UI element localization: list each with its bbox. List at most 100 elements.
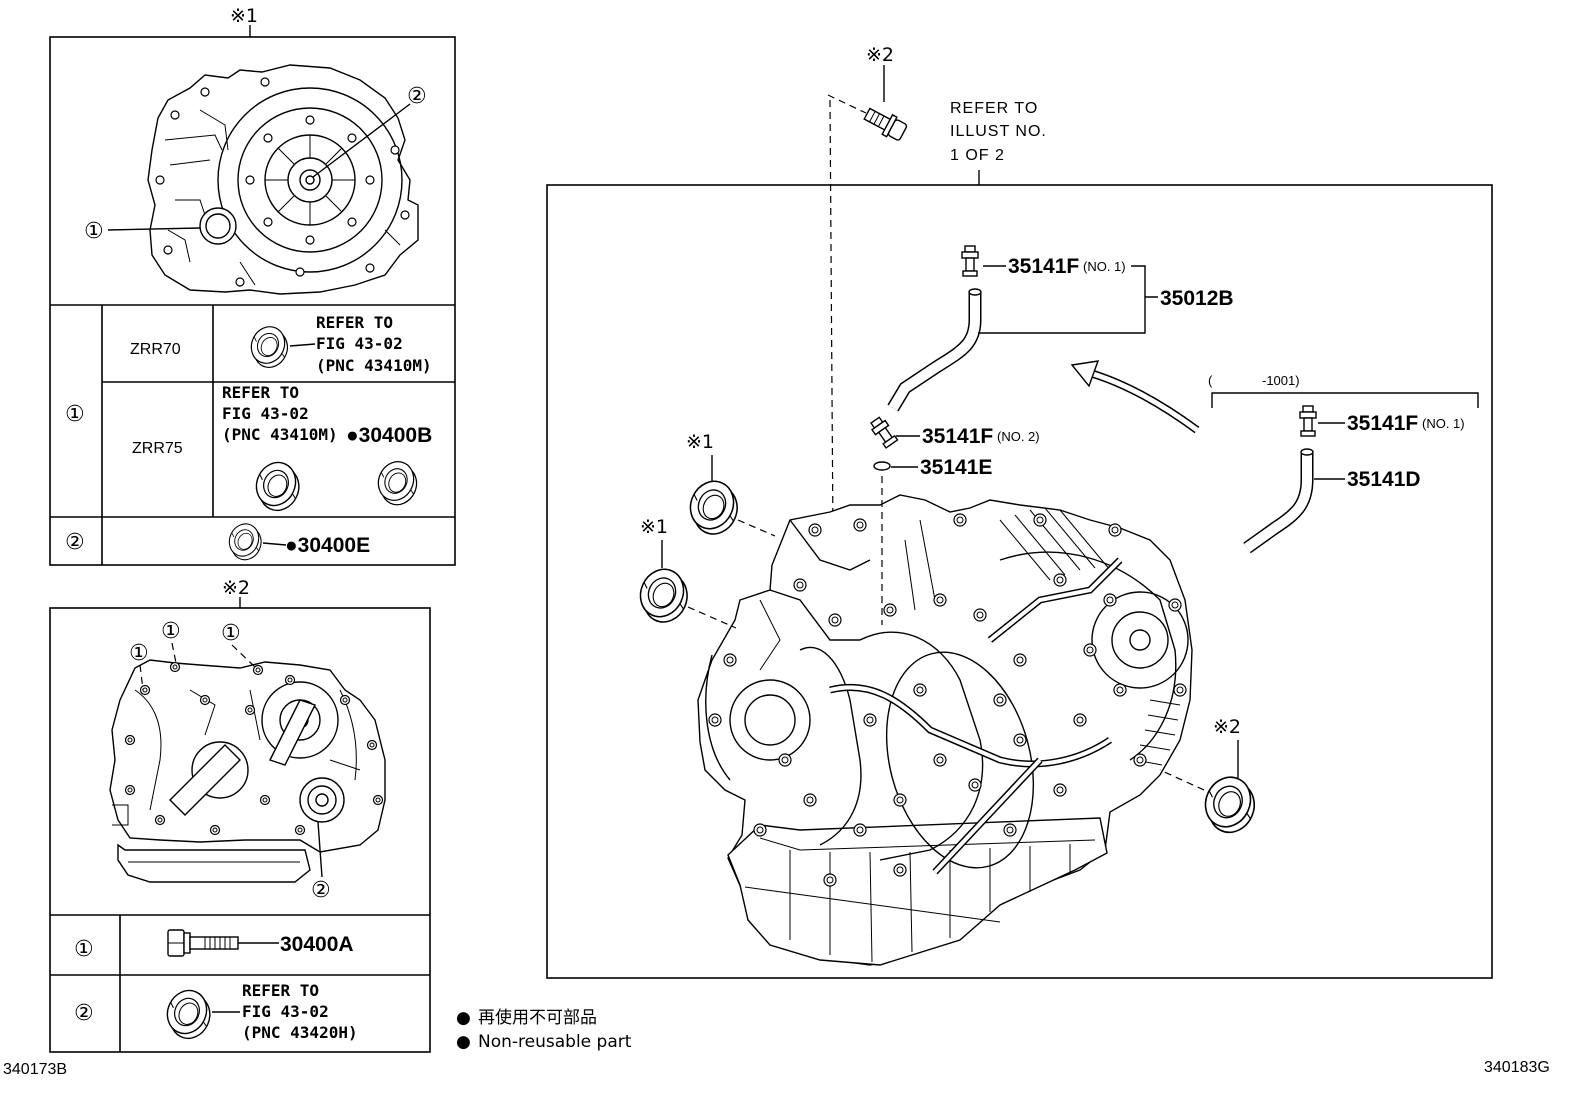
callout-1: ①	[84, 219, 104, 244]
bolt-hole	[365, 263, 375, 273]
bolt-head	[953, 513, 967, 527]
transmission-bolts	[708, 513, 1187, 887]
inset-1-table-grid	[50, 304, 455, 565]
seal-43420h	[158, 983, 219, 1046]
diagonal-pipe-inner	[933, 758, 1042, 874]
differential-housing	[191, 741, 249, 799]
hub-spokes	[265, 135, 355, 225]
bolt-head	[708, 713, 722, 727]
bolt-head	[723, 653, 737, 667]
bolt-head	[1133, 753, 1147, 767]
bolt-head	[968, 778, 982, 792]
plug-bolt-icon	[863, 107, 908, 141]
case-arm	[169, 744, 241, 816]
part-35141f-no2: 35141F	[922, 425, 993, 448]
seal-marker-b: ※1	[640, 516, 668, 538]
oil-pan	[117, 843, 311, 883]
breather-hose-35012b	[887, 288, 982, 412]
inset-1-marker: ※1	[230, 5, 258, 27]
oil-seal-c-install-path	[1159, 769, 1205, 791]
bolt-head	[853, 518, 867, 532]
bolt-head	[124, 734, 136, 746]
breather-hose-35141d	[1243, 448, 1314, 554]
case-ribs	[112, 689, 361, 826]
bolt-hole	[390, 145, 400, 155]
bolt-head	[828, 613, 842, 627]
bolt-head	[259, 794, 271, 806]
bolt-head	[803, 793, 817, 807]
case-ribs	[164, 109, 401, 286]
part-30400a: 30400A	[280, 933, 354, 956]
callout-leader-a	[139, 664, 144, 691]
bolt-head	[753, 823, 767, 837]
callout-2: ②	[407, 84, 427, 109]
seal-30400e	[222, 518, 268, 566]
zrr75-refer-line-1: REFER TO	[222, 383, 299, 402]
bolt-head	[1003, 823, 1017, 837]
bolt-hole	[263, 217, 273, 227]
upper-pipe-inner	[988, 558, 1122, 642]
bolt-head	[339, 694, 351, 706]
bolt-head	[913, 683, 927, 697]
row-2-refer-line-3: (PNC 43420H)	[242, 1023, 358, 1042]
part-35012b: 35012B	[1160, 287, 1234, 310]
row-1-key: ①	[65, 402, 85, 427]
transmission-assembly	[697, 494, 1193, 966]
legend-bullet-2: ●	[456, 1032, 471, 1052]
bolt-head	[933, 753, 947, 767]
row-2-refer-line-2: FIG 43-02	[242, 1002, 329, 1021]
bolt-head	[372, 794, 384, 806]
bolt-head	[1033, 513, 1047, 527]
seal-1-outer	[199, 207, 237, 245]
seal-zrr70	[243, 320, 295, 374]
legend-bullet-1: ●	[456, 1008, 471, 1028]
bolt-head	[973, 608, 987, 622]
legend: ● 再使用不可部品 ● Non-reusable part	[456, 1007, 632, 1052]
part-35141d: 35141D	[1347, 468, 1421, 491]
callout-leader-b	[171, 642, 177, 664]
part-30400e: ●30400E	[285, 534, 370, 557]
zrr70-refer-line-1: REFER TO	[316, 313, 393, 332]
row-2-key: ②	[74, 1001, 94, 1026]
bolt-head	[294, 824, 306, 836]
seal-2-inner	[307, 785, 337, 815]
oil-seal-a-install-path	[737, 519, 776, 537]
part-30400b: ●30400B	[346, 424, 432, 447]
range-bracket	[1211, 392, 1479, 408]
callout-bolt-b: ①	[161, 619, 181, 644]
inset-1-frame	[49, 36, 456, 566]
seal-zrr75-a	[247, 455, 308, 518]
seal-marker-a: ※1	[686, 431, 714, 453]
bolt-hole	[365, 175, 375, 185]
callout-leader-c	[231, 644, 257, 669]
inset-2-transmission-side-view: ① ① ① ②	[109, 619, 386, 903]
refer-line-3: 1 OF 2	[950, 147, 1005, 164]
model-zrr75: ZRR75	[132, 440, 183, 457]
main-frame	[546, 184, 1493, 979]
breather-plug-no2-icon	[870, 416, 899, 449]
inset-2-marker: ※2	[222, 577, 250, 599]
seal-2-bore	[315, 793, 329, 807]
bolt-hole	[170, 110, 180, 120]
seal-zrr70-leader	[289, 343, 316, 347]
callout-bolt-c: ①	[221, 621, 241, 646]
oil-seal-a	[680, 473, 747, 542]
bolt-head	[1173, 683, 1187, 697]
oil-seal-b	[630, 561, 697, 630]
bolt-hole	[295, 267, 305, 277]
bolt-head	[154, 814, 166, 826]
legend-item-jp: 再使用不可部品	[478, 1007, 597, 1028]
bolt-head	[1108, 523, 1122, 537]
bolt-hole	[305, 235, 315, 245]
bolt-hole	[155, 175, 165, 185]
callout-2-leader	[312, 103, 411, 178]
bolt-head	[139, 684, 151, 696]
bolt-hole	[163, 245, 173, 255]
housing-ring	[261, 681, 339, 759]
bolt-hole	[245, 175, 255, 185]
refer-line-1: REFER TO	[950, 100, 1038, 117]
seal-1-inner	[205, 213, 231, 239]
input-shaft	[299, 169, 321, 191]
oil-pan	[727, 817, 1108, 966]
bolt-head	[808, 523, 822, 537]
